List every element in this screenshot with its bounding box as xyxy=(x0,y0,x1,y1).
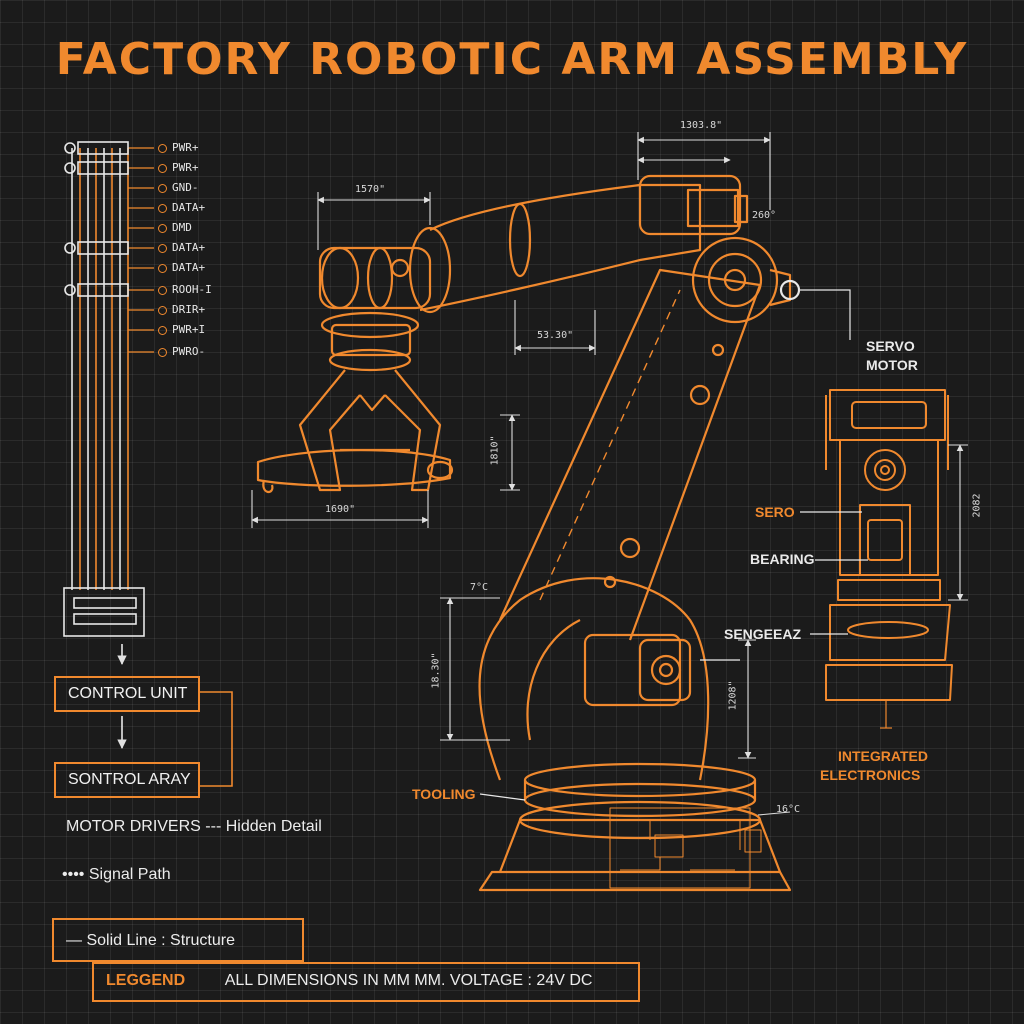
pin-icon xyxy=(158,325,167,335)
pin-label: DMD xyxy=(158,221,192,234)
dim-forearm: 1570" xyxy=(355,184,386,195)
pin-label: PWR+ xyxy=(158,141,199,154)
callout-tooling: TOOLING xyxy=(412,786,476,802)
pin-label: DATA+ xyxy=(158,241,205,254)
legend-motor-drivers-label: MOTOR DRIVERS xyxy=(66,818,201,835)
dim-top-span: 1303.8" xyxy=(680,120,723,131)
dim-angle-top: 260° xyxy=(752,210,777,221)
callout-bearing: BEARING xyxy=(750,551,815,567)
pin-icon xyxy=(158,243,167,253)
callout-sensor: SENGEEAZ xyxy=(724,626,802,642)
callout-servo-motor-line2: MOTOR xyxy=(866,357,918,373)
callout-integrated-line1: INTEGRATED xyxy=(838,748,928,764)
legend-motor-drivers: MOTOR DRIVERS --- Hidden Detail xyxy=(66,818,322,836)
legend-signal-path: •••• Signal Path xyxy=(62,866,171,883)
dimension-lines xyxy=(251,132,968,816)
dim-gripper-height: 1810" xyxy=(489,435,501,466)
pin-label: DATA+ xyxy=(158,201,205,214)
legend-key-row: LEGGEND ALL DIMENSIONS IN MM MM. VOLTAGE… xyxy=(106,972,592,990)
legend-hidden-detail: --- Hidden Detail xyxy=(205,818,322,835)
dim-base-left-height: 18.30" xyxy=(430,652,442,689)
pin-label: PWR+ xyxy=(158,161,199,174)
pin-icon xyxy=(158,263,167,273)
callout-leaders xyxy=(479,289,868,801)
callout-servo-motor-line1: SERVO xyxy=(866,338,915,354)
pin-icon xyxy=(158,347,167,357)
pin-icon xyxy=(158,305,167,315)
dim-joint-height: 1208" xyxy=(727,680,739,711)
dim-base-right: 16°C xyxy=(776,804,801,815)
legend-box xyxy=(92,962,640,1002)
pin-label: PWRO- xyxy=(158,345,205,358)
page-title: FACTORY ROBOTIC ARM ASSEMBLY xyxy=(55,34,969,85)
dim-servo-height: 2082 xyxy=(971,493,983,518)
servo-detail xyxy=(825,389,953,729)
legend-structure-box xyxy=(52,918,304,962)
pin-icon xyxy=(158,143,167,153)
legend-solid-line: — Solid Line : Structure xyxy=(66,932,235,949)
wiring-harness xyxy=(63,141,233,787)
pin-label: ROOH-I xyxy=(158,283,212,296)
legend-key: LEGGEND xyxy=(106,972,186,989)
pin-icon xyxy=(158,203,167,213)
dim-elbow-offset: 53.30" xyxy=(537,330,574,341)
pin-icon xyxy=(158,285,167,295)
pin-icon xyxy=(158,183,167,193)
control-unit-block: CONTROL UNIT xyxy=(54,676,200,712)
pin-icon xyxy=(158,223,167,233)
control-array-block: SONTROL ARAY xyxy=(54,762,200,798)
legend-note: ALL DIMENSIONS IN MM MM. VOLTAGE : 24V D… xyxy=(224,972,593,989)
dim-base-angle: 7°C xyxy=(470,582,489,593)
callout-integrated-line2: ELECTRONICS xyxy=(820,767,921,783)
pin-label: PWR+I xyxy=(158,323,205,336)
robot-arm xyxy=(256,174,801,892)
pin-icon xyxy=(158,163,167,173)
pin-label: GND- xyxy=(158,181,199,194)
dim-gripper-width: 1690" xyxy=(325,504,356,515)
integrated-electronics-board xyxy=(609,807,762,889)
pin-label: DRIR+ xyxy=(158,303,205,316)
callout-sero: SERO xyxy=(755,504,795,520)
pin-label: DATA+ xyxy=(158,261,205,274)
